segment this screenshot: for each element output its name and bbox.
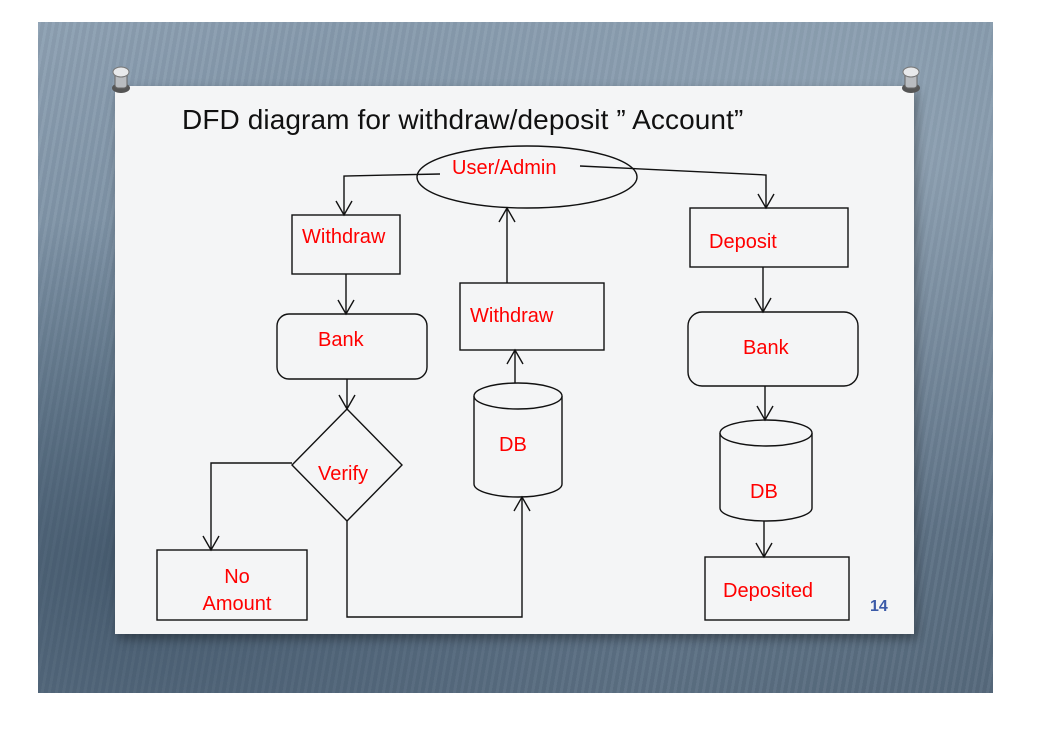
bank-left-box bbox=[276, 313, 428, 380]
bank-right-label: Bank bbox=[743, 337, 789, 359]
withdraw-middle-box bbox=[459, 282, 605, 351]
withdraw-left-label: Withdraw bbox=[302, 226, 386, 248]
connector-lines bbox=[202, 165, 775, 618]
withdraw-middle-label: Withdraw bbox=[470, 305, 554, 327]
pushpin-icon bbox=[112, 66, 130, 93]
user-admin-label: User/Admin bbox=[452, 157, 557, 179]
user-admin-ellipse bbox=[416, 145, 638, 209]
no-amount-label-line2: Amount bbox=[202, 593, 272, 615]
withdraw-left-box bbox=[291, 214, 401, 275]
db-right-cylinder bbox=[719, 419, 813, 522]
pushpin-icon bbox=[902, 66, 920, 93]
db-middle-label: DB bbox=[499, 434, 527, 456]
deposited-label: Deposited bbox=[723, 580, 814, 602]
no-amount-box bbox=[156, 549, 308, 621]
no-amount-label-line1: No bbox=[224, 566, 250, 588]
db-right-label: DB bbox=[750, 481, 778, 503]
db-middle-cylinder bbox=[473, 382, 563, 498]
deposit-label: Deposit bbox=[709, 231, 777, 253]
bank-left-label: Bank bbox=[318, 329, 364, 351]
diagram-title: DFD diagram for withdraw/deposit ” Accou… bbox=[182, 104, 744, 135]
bank-right-box bbox=[687, 311, 859, 387]
deposited-box bbox=[704, 556, 850, 621]
deposit-box bbox=[689, 207, 849, 268]
verify-label: Verify bbox=[318, 463, 369, 485]
page-number: 14 bbox=[870, 598, 888, 615]
